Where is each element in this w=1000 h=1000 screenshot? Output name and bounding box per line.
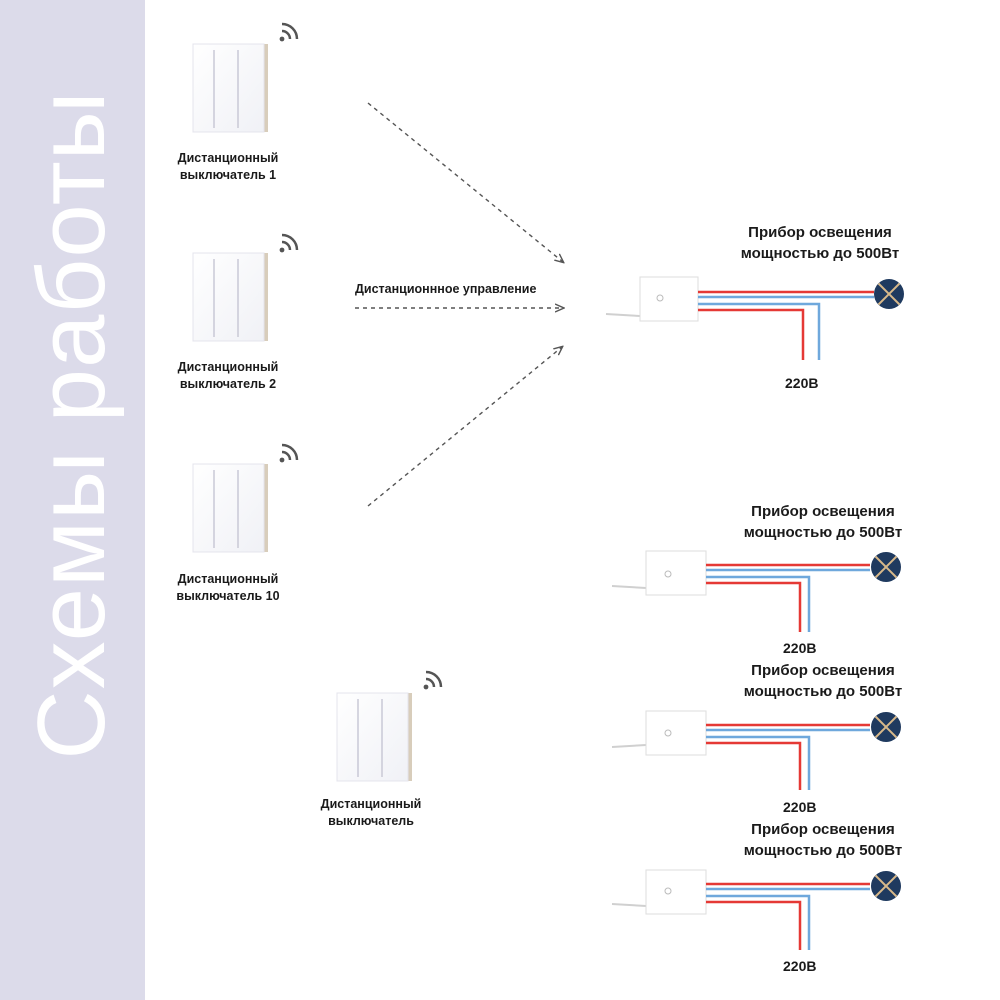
lamp-icon [874, 279, 904, 309]
circuit-3-title: Прибор освещения мощностью до 500Вт [743, 662, 903, 700]
arrow-switch-1 [367, 102, 563, 262]
arrow-switch-10 [367, 347, 562, 507]
wifi-icon [423, 670, 443, 690]
circuit-4-voltage: 220В [783, 958, 817, 974]
circuit-2-title: Прибор освещения мощностью до 500Вт [743, 503, 903, 541]
circuit-2-voltage: 220В [783, 640, 817, 656]
lamp-icon [871, 552, 901, 582]
lamp-icon [871, 871, 901, 901]
circuit-2 [611, 550, 901, 632]
circuit-4 [611, 869, 901, 950]
switch-1-label: Дистанционный выключатель 1 [177, 151, 279, 182]
circuit-3-voltage: 220В [783, 799, 817, 815]
switch-2-panel [192, 252, 268, 342]
switch-standalone-label: Дистанционный выключатель [320, 797, 422, 828]
circuit-3 [611, 710, 901, 790]
circuit-1-voltage: 220В [785, 375, 819, 391]
switch-2-label: Дистанционный выключатель 2 [177, 360, 279, 391]
wifi-icon [279, 233, 299, 253]
remote-control-label: Дистанционнное управление [355, 282, 537, 296]
wifi-icon [279, 443, 299, 463]
switch-10-label: Дистанционный выключатель 10 [176, 572, 280, 603]
switch-1-panel [192, 43, 268, 133]
switch-standalone-panel [336, 692, 412, 782]
wifi-icon [279, 22, 299, 42]
lamp-icon [871, 712, 901, 742]
switch-10-panel [192, 463, 268, 553]
sidebar: Схемы работы [0, 0, 145, 1000]
circuit-4-title: Прибор освещения мощностью до 500Вт [743, 821, 903, 859]
circuit-1 [605, 276, 904, 360]
circuit-1-title: Прибор освещения мощностью до 500Вт [740, 224, 900, 262]
